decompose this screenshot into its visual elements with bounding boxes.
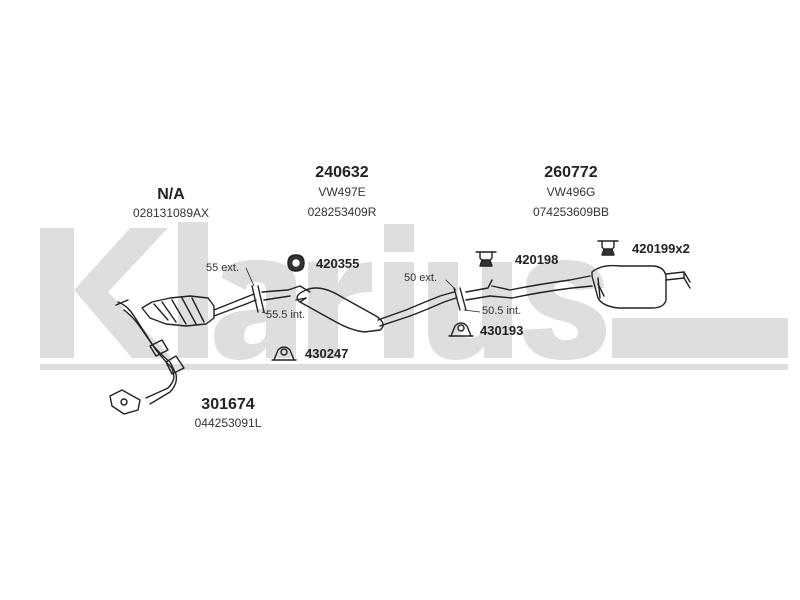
rear-silencer [489,264,691,309]
hanger-bracket-icon [597,240,619,256]
oe-number-front-pipe: 044253091L [194,416,262,430]
part-number-catalytic: N/A [157,186,185,203]
oe-number-rear-silencer: 074253609BB [532,205,610,219]
hardware-number: 420198 [515,252,559,267]
hardware-number: 420199x2 [632,241,690,256]
centre-silencer [287,285,411,333]
oe-number-centre-silencer: 028253409R [307,205,377,219]
dimension-label: 55 ext. [206,262,240,274]
dimension-label: 50 ext. [404,272,438,284]
vw-code-rear-silencer: VW496G [546,185,596,199]
hanger-bracket-icon [475,251,497,267]
hardware-number: 420355 [316,256,360,271]
part-number-rear-silencer: 260772 [544,164,598,181]
intermediate-pipe [405,279,493,317]
vw-code-centre-silencer: VW497E [318,185,366,199]
clamp-icon [448,322,474,337]
catalytic-converter [141,295,247,327]
dimension-label: 55.5 int. [266,309,306,321]
hardware-number: 430247 [305,346,349,361]
clamp-icon [271,346,297,361]
joint-1 [243,285,291,313]
oe-number-catalytic: 028131089AX [132,206,210,220]
dimension-label: 50.5 int. [482,305,522,317]
part-number-front-pipe: 301674 [201,396,255,413]
front-pipe [109,299,185,415]
part-number-centre-silencer: 240632 [315,164,369,181]
rubber-hanger-icon [287,254,305,272]
hardware-number: 430193 [480,323,524,338]
